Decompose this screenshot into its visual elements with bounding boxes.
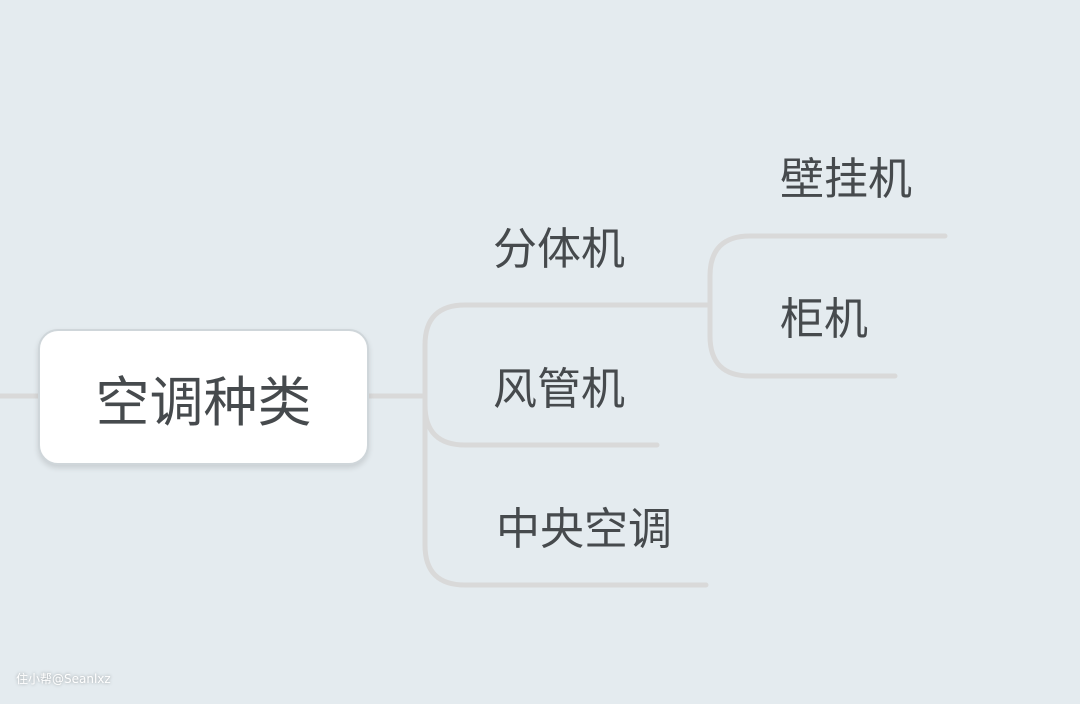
topic-fentiji[interactable]: 分体机 xyxy=(493,224,625,275)
connector-child-biguaji xyxy=(707,233,948,308)
topic-guiji[interactable]: 柜机 xyxy=(780,294,868,345)
connector-branch-zhongyang xyxy=(422,402,709,588)
watermark: 住小帮@Seanlxz xyxy=(16,672,111,686)
topic-biguaji[interactable]: 壁挂机 xyxy=(780,154,912,205)
connector-branch-fentiji xyxy=(422,302,713,399)
root-topic[interactable]: 空调种类 xyxy=(38,329,369,465)
root-topic-label: 空调种类 xyxy=(95,370,312,434)
topic-zhongyang-kongtiao[interactable]: 中央空调 xyxy=(496,504,672,555)
topic-fengguanji[interactable]: 风管机 xyxy=(493,364,625,415)
connector-child-guiji xyxy=(707,302,898,379)
